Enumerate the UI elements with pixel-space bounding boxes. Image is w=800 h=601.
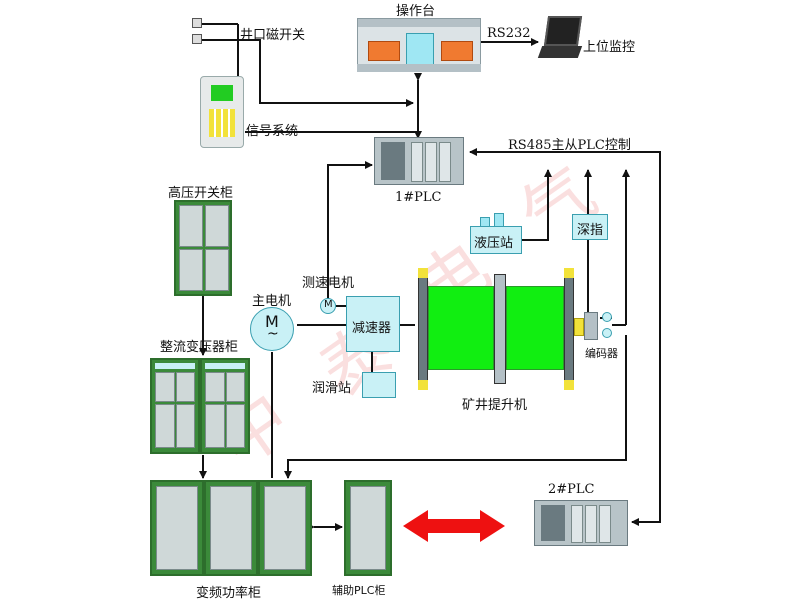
speed-motor-icon [320,298,336,314]
signal-system-device [200,76,244,148]
rectifier-cabinet-1 [150,358,200,454]
hoist-label: 矿井提升机 [462,398,528,413]
signal-screen [211,85,233,101]
vfd-label: 变频功率柜 [196,586,262,601]
rs485-label: RS485主从PLC控制 [508,138,631,153]
main-motor-tilde: ~ [267,326,279,342]
reducer [346,296,400,352]
main-motor-icon [250,307,294,351]
plc2-label: 2#PLC [548,482,595,497]
plc2-device [534,500,628,546]
hydraulic-label: 液压站 [474,236,514,251]
upper-monitor-label: 上位监控 [583,40,636,55]
hydraulic-station [470,226,522,254]
rs232-label: RS232 [487,26,531,41]
drum-middle-divider [494,274,506,384]
speed-motor-symbol: M [324,299,333,310]
signal-keypad [209,109,235,137]
depth-indicator [572,214,608,240]
plc1-label: 1#PLC [395,190,442,205]
aux-plc-cabinet [344,480,392,576]
main-motor-symbol: M [265,312,279,331]
reducer-label: 减速器 [352,321,392,336]
hoist-drum-left [428,286,494,370]
hv-cabinet-label: 高压开关柜 [168,186,234,201]
depth-label: 深指 [577,223,604,238]
lube-station [362,372,396,398]
laptop-icon [537,16,583,68]
hoist-drum-right [506,286,564,370]
aux-plc-label: 辅助PLC柜 [332,584,386,597]
encoder-label: 编码器 [585,347,618,360]
well-switch-label: 井口磁开关 [240,28,306,43]
encoder-body [584,312,598,340]
drum-right-post [564,268,574,390]
encoder-sensor-2 [602,328,612,338]
rectifier-cabinet-2 [200,358,250,454]
vfd-cabinet-3 [258,480,312,576]
console-label: 操作台 [396,4,436,19]
encoder-sensor-1 [602,312,612,322]
console [357,18,481,72]
hydraulic-icon [480,213,520,229]
drum-left-post [418,268,428,390]
main-motor-label: 主电机 [252,294,292,309]
console-button-panel-left [368,41,400,61]
red-double-arrow [403,510,505,542]
signal-system-label: 信号系统 [246,124,299,139]
switch-icon [192,18,202,46]
plc1-device [374,137,464,185]
speed-motor-label: 测速电机 [302,276,355,291]
vfd-cabinet-1 [150,480,204,576]
encoder-coupling [574,318,584,336]
console-button-panel-right [441,41,473,61]
rectifier-label: 整流变压器柜 [160,340,239,355]
lube-label: 润滑站 [312,381,352,396]
vfd-cabinet-2 [204,480,258,576]
hv-cabinet [174,200,232,296]
